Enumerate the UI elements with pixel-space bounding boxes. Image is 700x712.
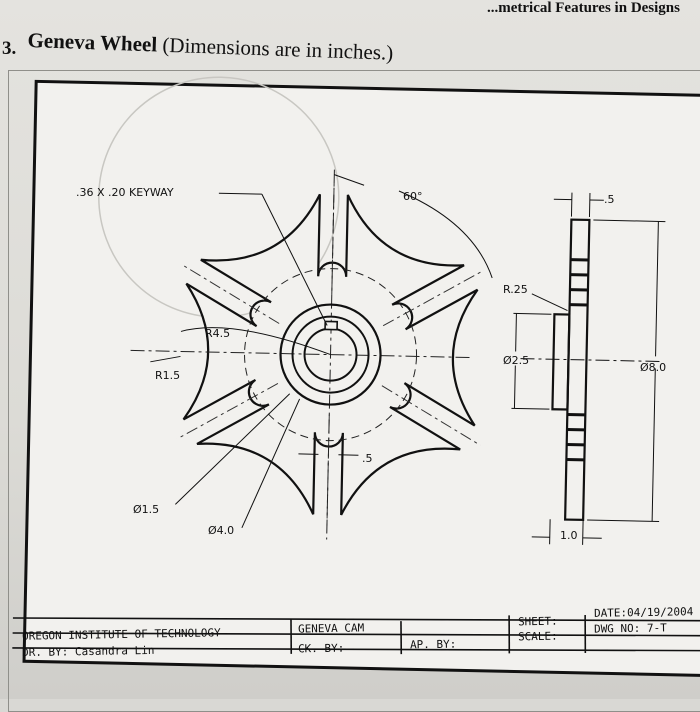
sheet-label: SHEET: <box>518 615 558 629</box>
keyway-label: .36 X .20 KEYWAY <box>76 186 174 199</box>
checked-by: CK. BY: <box>298 642 345 656</box>
drawn-by: DR. BY: Casandra Lin <box>22 644 155 659</box>
r45-label: R4.5 <box>205 327 230 340</box>
r15-label: R1.5 <box>155 369 180 382</box>
d40-label: Ø4.0 <box>208 524 234 537</box>
part-name: GENEVA CAM <box>298 621 364 635</box>
scale-label: SCALE: <box>518 630 558 644</box>
r25-label: R.25 <box>503 283 528 296</box>
d80-label: Ø8.0 <box>640 361 666 374</box>
top-width-label: .5 <box>604 193 615 206</box>
angle-label: 60° <box>403 190 423 203</box>
approved-by: AP. BY: <box>410 638 457 652</box>
d15-label: Ø1.5 <box>133 503 159 516</box>
slot-width-label: .5 <box>362 452 373 465</box>
d25-label: Ø2.5 <box>503 354 529 367</box>
thickness-label: 1.0 <box>560 529 578 542</box>
date-label: DATE:04/19/2004 <box>594 605 694 620</box>
dwg-number: DWG NO: 7-T <box>594 621 667 635</box>
